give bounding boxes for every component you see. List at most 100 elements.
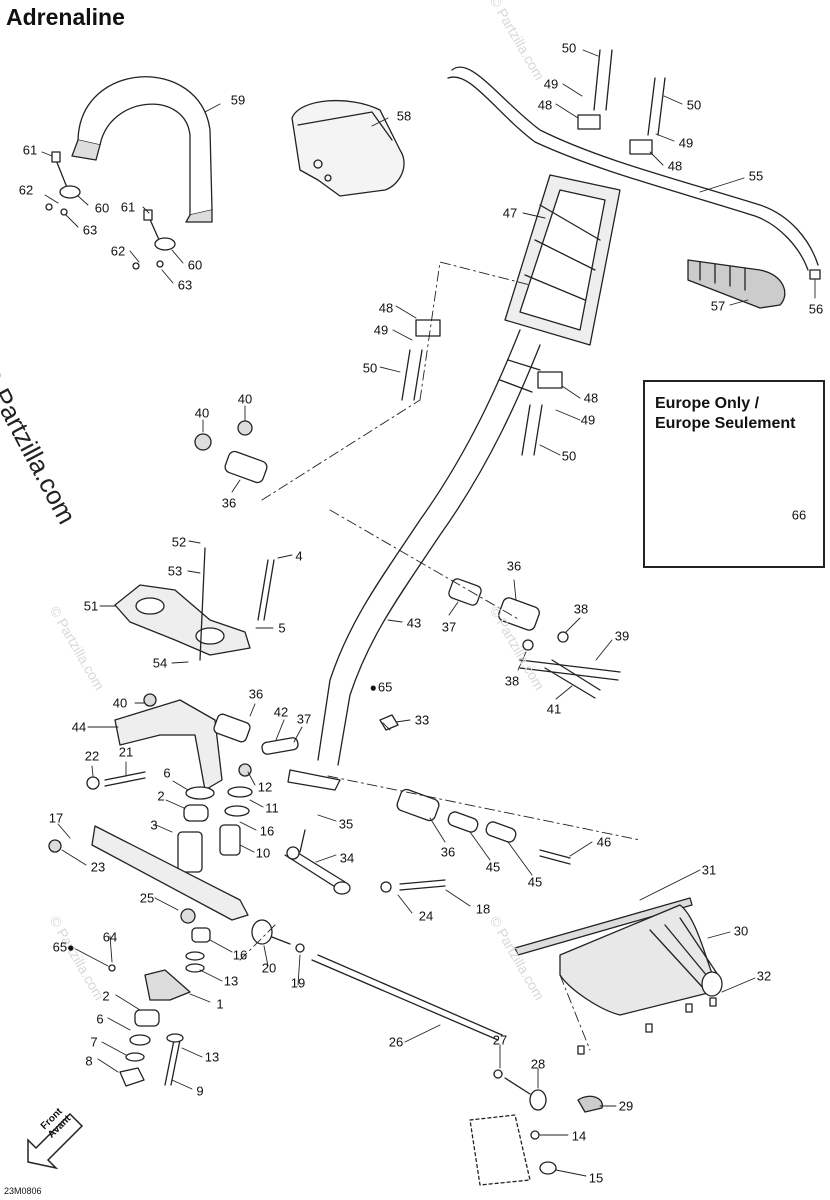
steering-bracket-part bbox=[114, 693, 251, 791]
callout-36: 36 bbox=[221, 495, 237, 511]
bolt-4-edge bbox=[263, 559, 275, 621]
column-hardware bbox=[261, 714, 399, 755]
callout-3: 3 bbox=[150, 817, 158, 833]
callout-2: 2 bbox=[102, 988, 110, 1004]
callout-2: 2 bbox=[157, 788, 165, 804]
callout-45: 45 bbox=[485, 859, 501, 875]
callout-41: 41 bbox=[546, 701, 562, 717]
callout-51: 51 bbox=[83, 598, 99, 614]
grip-part bbox=[687, 259, 786, 309]
callout-28: 28 bbox=[530, 1056, 546, 1072]
callout-57: 57 bbox=[710, 298, 726, 314]
callout-49: 49 bbox=[543, 76, 559, 92]
callout-65: ●65 bbox=[370, 680, 393, 695]
callout-13: 13 bbox=[204, 1049, 220, 1065]
callout-47: 47 bbox=[502, 205, 518, 221]
callout-6: 6 bbox=[163, 765, 171, 781]
callout-25: 25 bbox=[139, 890, 155, 906]
bolt-4 bbox=[257, 559, 269, 621]
drag-link-part bbox=[284, 829, 351, 895]
callout-4: 4 bbox=[295, 548, 303, 564]
link-bolt-18 bbox=[380, 879, 446, 893]
callout-49: 49 bbox=[678, 135, 694, 151]
callout-22: 22 bbox=[84, 748, 100, 764]
callout-45: 45 bbox=[527, 874, 543, 890]
callout-50: 50 bbox=[561, 40, 577, 56]
callout-19: 19 bbox=[290, 975, 306, 991]
callout-62: 62 bbox=[18, 182, 34, 198]
mounting-plate-part bbox=[114, 584, 251, 656]
clamp-set-b bbox=[132, 209, 176, 270]
callout-52: 52 bbox=[171, 534, 187, 550]
callout-48: 48 bbox=[667, 158, 683, 174]
leader-lines bbox=[41, 49, 816, 1177]
callout-61: 61 bbox=[120, 199, 136, 215]
boot-and-seal bbox=[514, 897, 723, 1055]
callout-11: 11 bbox=[265, 800, 279, 816]
callout-62: 62 bbox=[110, 243, 126, 259]
callout-54: 54 bbox=[152, 655, 168, 671]
bar-end-cap bbox=[809, 269, 821, 280]
callout-7: 7 bbox=[90, 1034, 98, 1050]
front-direction-arrow bbox=[27, 1112, 84, 1170]
callout-63: 63 bbox=[82, 222, 98, 238]
callout-53: 53 bbox=[167, 563, 183, 579]
callout-33: 33 bbox=[414, 712, 430, 728]
handlebar-pad-part bbox=[291, 99, 405, 197]
callout-48: 48 bbox=[583, 390, 599, 406]
diagram-code: 23M0806 bbox=[4, 1186, 42, 1196]
callout-6: 6 bbox=[96, 1011, 104, 1027]
handlebar-part bbox=[447, 66, 819, 271]
callout-12: 12 bbox=[257, 779, 273, 795]
callout-13: 13 bbox=[223, 973, 239, 989]
oil-drop-icon: ● bbox=[369, 680, 377, 695]
callout-63: 63 bbox=[177, 277, 193, 293]
callout-29: 29 bbox=[618, 1098, 634, 1114]
callout-37: 37 bbox=[441, 619, 457, 635]
callout-5: 5 bbox=[278, 620, 286, 636]
clamp-set-a bbox=[45, 151, 81, 216]
callout-10: 10 bbox=[255, 845, 271, 861]
callout-30: 30 bbox=[733, 923, 749, 939]
europe-only-inset: Europe Only / Europe Seulement bbox=[643, 380, 825, 568]
callout-34: 34 bbox=[339, 850, 355, 866]
hoop-pad-part bbox=[71, 76, 213, 223]
callout-17: 17 bbox=[48, 810, 64, 826]
callout-50: 50 bbox=[686, 97, 702, 113]
callout-65: 65● bbox=[53, 940, 76, 955]
callout-56: 56 bbox=[808, 301, 824, 317]
spindle-area bbox=[469, 1114, 557, 1186]
steering-column-part bbox=[287, 329, 541, 791]
callout-36: 36 bbox=[248, 686, 264, 702]
pivot-stack-right bbox=[219, 763, 253, 856]
callout-14: 14 bbox=[571, 1128, 587, 1144]
callout-39: 39 bbox=[614, 628, 630, 644]
callout-60: 60 bbox=[94, 200, 110, 216]
lower-clamp-right bbox=[521, 371, 563, 456]
callout-16: 16 bbox=[232, 947, 248, 963]
callout-9: 9 bbox=[196, 1083, 204, 1099]
bushing-right bbox=[448, 578, 621, 699]
callout-50: 50 bbox=[362, 360, 378, 376]
callout-59: 59 bbox=[230, 92, 246, 108]
oil-drop-icon: ● bbox=[67, 940, 75, 955]
lower-linkage-parts bbox=[396, 788, 571, 865]
callout-61: 61 bbox=[22, 142, 38, 158]
callout-40: 40 bbox=[194, 405, 210, 421]
callout-1: 1 bbox=[216, 996, 224, 1012]
bushing-upper bbox=[194, 420, 268, 484]
callout-42: 42 bbox=[273, 704, 289, 720]
callout-65-number: 65 bbox=[52, 939, 68, 955]
callout-48: 48 bbox=[537, 97, 553, 113]
callout-31: 31 bbox=[701, 862, 717, 878]
callout-64: 64 bbox=[102, 929, 118, 945]
callout-38: 38 bbox=[504, 673, 520, 689]
diagram-title: Adrenaline bbox=[6, 4, 125, 30]
callout-21: 21 bbox=[118, 744, 134, 760]
callout-16: 16 bbox=[259, 823, 275, 839]
callout-65-number: 65 bbox=[377, 679, 393, 695]
callout-49: 49 bbox=[373, 322, 389, 338]
europe-only-line: Europe Only / bbox=[655, 395, 760, 412]
